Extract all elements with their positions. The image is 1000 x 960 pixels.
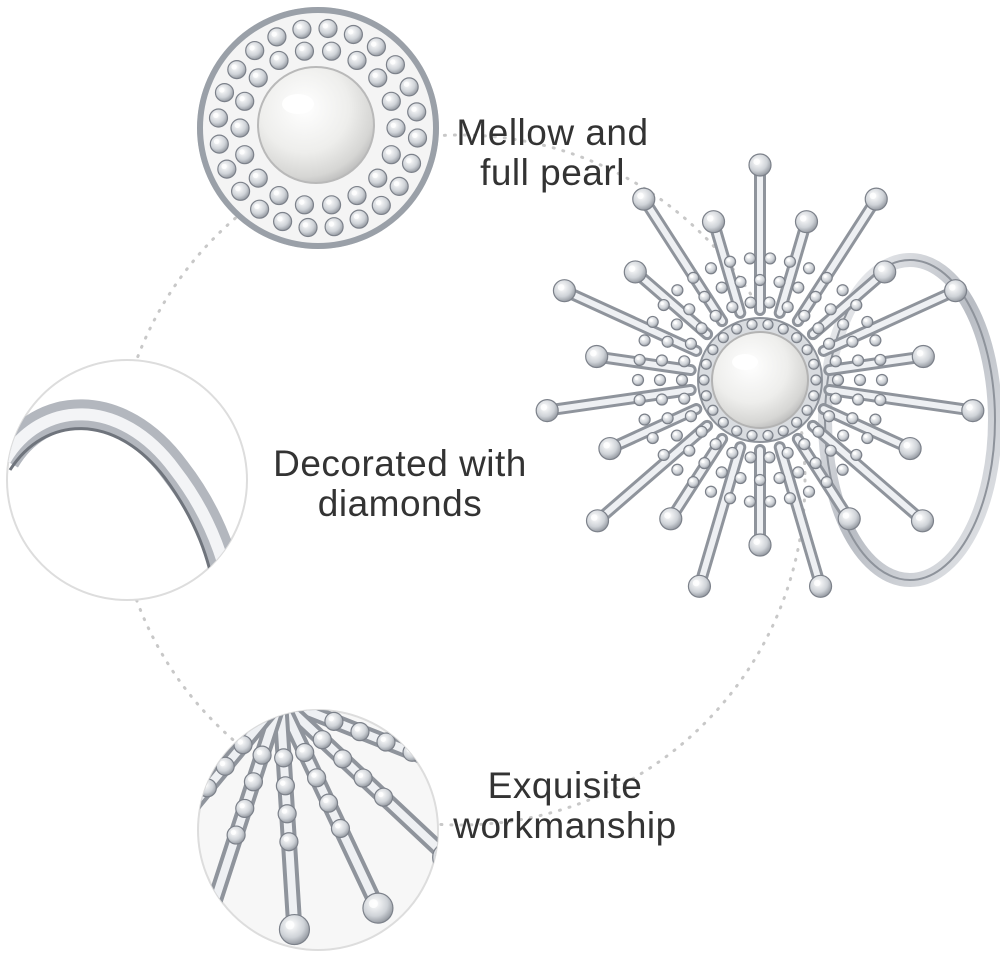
feature-label-pearl-line2: full pearl — [480, 152, 625, 193]
band-closeup-image — [6, 359, 248, 601]
dotted-guide-circle — [113, 133, 807, 827]
feature-label-workmanship: Exquisite workmanship — [430, 766, 700, 846]
feature-label-pearl: Mellow and full pearl — [430, 113, 675, 193]
feature-label-workmanship-line1: Exquisite — [487, 765, 643, 806]
feature-label-workmanship-line2: workmanship — [453, 805, 677, 846]
feature-label-diamonds-line1: Decorated with — [273, 443, 527, 484]
sunburst-ornament — [535, 153, 985, 598]
feature-label-diamonds: Decorated with diamonds — [245, 444, 555, 524]
pearl-closeup-image — [197, 7, 439, 249]
rays-closeup-image — [197, 709, 439, 951]
feature-label-diamonds-line2: diamonds — [317, 483, 483, 524]
feature-label-pearl-line1: Mellow and — [456, 112, 649, 153]
